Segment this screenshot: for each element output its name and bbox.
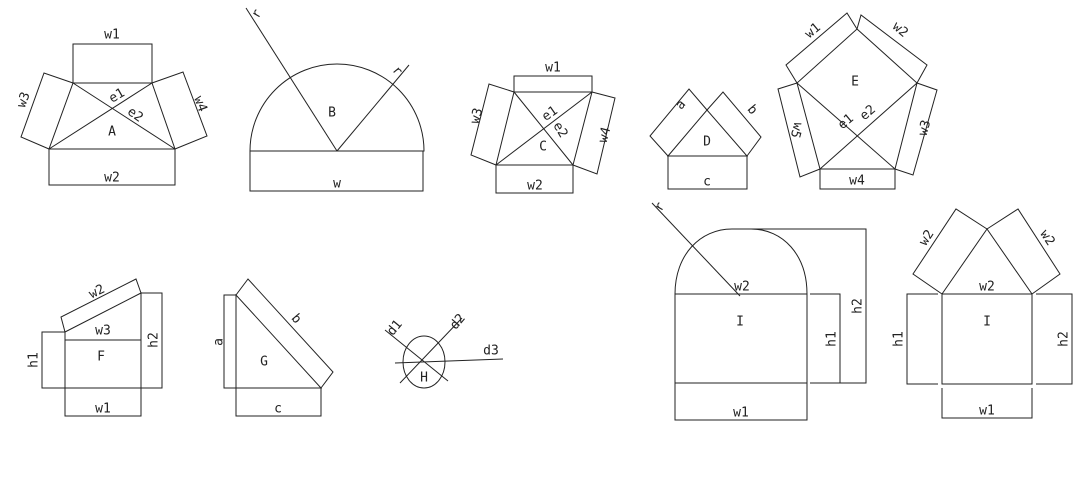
- dim-w2: w2: [889, 19, 911, 41]
- shape-label: G: [260, 355, 268, 370]
- dim-w1: w1: [979, 404, 995, 419]
- dim-w1: w1: [95, 402, 111, 417]
- dim-h2: h2: [851, 298, 866, 314]
- dim-a: a: [212, 338, 227, 346]
- dim-w4: w4: [849, 174, 865, 189]
- dim-w2: w2: [979, 280, 995, 295]
- shape-label: H: [420, 371, 428, 386]
- dim-w1: w1: [545, 61, 561, 76]
- dim-w3: w3: [95, 324, 111, 339]
- shape-label: A: [108, 125, 116, 140]
- shape-i-arched: r w2 h1 h2 w1 I: [652, 200, 867, 421]
- label-e2: e2: [550, 119, 571, 140]
- dim-c: c: [274, 402, 282, 417]
- shape-label: E: [851, 75, 859, 90]
- dim-h2: h2: [1057, 331, 1072, 347]
- dim-h1: h1: [825, 331, 840, 347]
- shape-c: w1 w2 w3 w4 e1 e2 C: [468, 61, 616, 194]
- dim-w5: w5: [787, 120, 806, 139]
- dim-d3: d3: [483, 344, 499, 359]
- dim-w2: w2: [104, 171, 120, 186]
- dim-w2-left: w2: [916, 227, 937, 248]
- shape-label: B: [328, 106, 336, 121]
- dim-w3: w3: [916, 118, 935, 137]
- label-e2: e2: [857, 102, 879, 124]
- dim-d1: d1: [384, 317, 406, 339]
- dim-w1: w1: [733, 406, 749, 421]
- dim-c: c: [703, 175, 711, 190]
- dim-w2: w2: [527, 179, 543, 194]
- shape-a: w1 w2 w3 w4 e1 e2 A: [14, 28, 210, 186]
- dim-w4: w4: [190, 94, 210, 114]
- shape-label: F: [97, 350, 105, 365]
- dim-w3: w3: [14, 90, 33, 110]
- dim-h1: h1: [892, 331, 907, 347]
- shape-label: D: [703, 135, 711, 150]
- label-e1: e1: [106, 86, 127, 107]
- label-r: r: [389, 63, 406, 79]
- dim-w2: w2: [87, 282, 108, 302]
- shape-g: a b c G: [212, 278, 334, 417]
- shape-f: w2 w3 h1 h2 w1 F: [27, 278, 163, 417]
- shape-d: a b c D: [649, 88, 762, 190]
- shape-b: r r B w: [245, 7, 425, 192]
- dim-w1: w1: [802, 20, 824, 42]
- shape-label: I: [736, 315, 744, 330]
- dim-h1: h1: [27, 352, 42, 368]
- shape-label: C: [539, 140, 547, 155]
- dim-w3: w3: [468, 106, 487, 125]
- dim-a: a: [673, 97, 690, 113]
- label-r: r: [249, 7, 266, 21]
- dim-h2: h2: [147, 332, 162, 348]
- label-e2: e2: [124, 104, 145, 125]
- shape-e: w1 w2 w3 w4 w5 e1 e2 E: [777, 12, 938, 190]
- label-r: r: [652, 200, 669, 214]
- shape-label: I: [983, 315, 991, 330]
- dim-w4: w4: [596, 125, 615, 144]
- label-e1: e1: [835, 111, 857, 133]
- label-e1: e1: [539, 103, 560, 124]
- dim-w2: w2: [734, 280, 750, 295]
- dim-w2-right: w2: [1036, 227, 1057, 248]
- shape-i-gabled: w2 w2 w2 h1 h2 w1 I: [892, 208, 1073, 419]
- dim-w1: w1: [104, 28, 120, 43]
- dim-w: w: [333, 177, 341, 192]
- shape-h: d1 d2 d3 H: [384, 311, 504, 389]
- dim-b: b: [744, 102, 761, 118]
